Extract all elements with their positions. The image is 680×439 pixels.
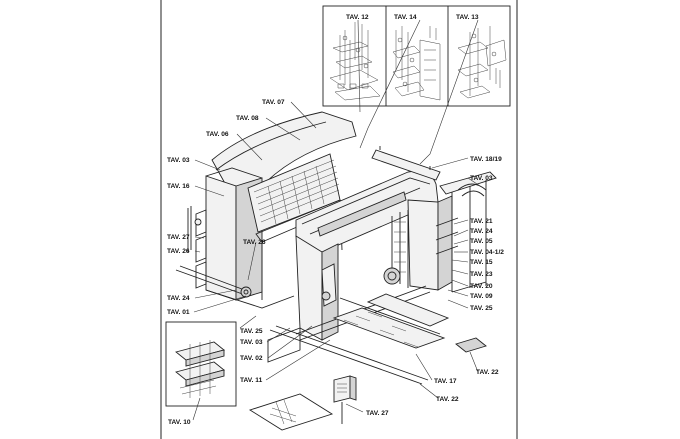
label-tav1819: TAV. 18/19 (470, 156, 502, 163)
label-tav24-right: TAV. 24 (470, 228, 493, 235)
label-tav09: TAV. 09 (470, 293, 493, 300)
label-tav03-mid: TAV. 03 (240, 339, 263, 346)
label-tav27-bottom: TAV. 27 (366, 410, 389, 417)
label-tav27-left: TAV. 27 (167, 234, 190, 241)
label-tav22-right: TAV. 22 (476, 369, 499, 376)
central-portal (295, 170, 459, 341)
label-tav13: TAV. 13 (456, 14, 479, 21)
label-tav26-left: TAV. 26 (167, 248, 190, 255)
label-tav07: TAV. 07 (262, 99, 285, 106)
label-tav03-right: TAV. 03 (470, 175, 493, 182)
label-tav14: TAV. 14 (394, 14, 417, 21)
label-tav11: TAV. 11 (240, 377, 263, 384)
left-side-frame (175, 111, 357, 309)
label-tav06: TAV. 06 (206, 131, 229, 138)
detail-box-tav10 (165, 321, 237, 407)
label-tav22-bottom: TAV. 22 (436, 396, 459, 403)
label-tav24-left: TAV. 24 (167, 295, 190, 302)
label-tav0412: TAV. 04-1/2 (470, 249, 504, 256)
label-tav12: TAV. 12 (346, 14, 369, 21)
detail-panels-top (322, 5, 511, 107)
label-tav08: TAV. 08 (236, 115, 259, 122)
upper-rail (371, 146, 497, 293)
label-tav21: TAV. 21 (470, 218, 493, 225)
label-tav15: TAV. 15 (470, 259, 493, 266)
label-tav25-right: TAV. 25 (470, 305, 493, 312)
label-tav16: TAV. 16 (167, 183, 190, 190)
label-tav26-mid: TAV. 26 (243, 239, 266, 246)
callout-labels: TAV. 12 TAV. 14 TAV. 13 TAV. 07 TAV. 08 … (167, 14, 504, 426)
label-tav23: TAV. 23 (470, 271, 493, 278)
label-tav25-left: TAV. 25 (240, 328, 263, 335)
label-tav02: TAV. 02 (240, 355, 263, 362)
label-tav05: TAV. 05 (470, 238, 493, 245)
label-tav10: TAV. 10 (168, 419, 191, 426)
label-tav03-left: TAV. 03 (167, 157, 190, 164)
label-tav20: TAV. 20 (470, 283, 493, 290)
label-tav17: TAV. 17 (434, 378, 457, 385)
leader-lines (192, 19, 481, 421)
label-tav01: TAV. 01 (167, 309, 190, 316)
floor-assembly (248, 293, 487, 431)
